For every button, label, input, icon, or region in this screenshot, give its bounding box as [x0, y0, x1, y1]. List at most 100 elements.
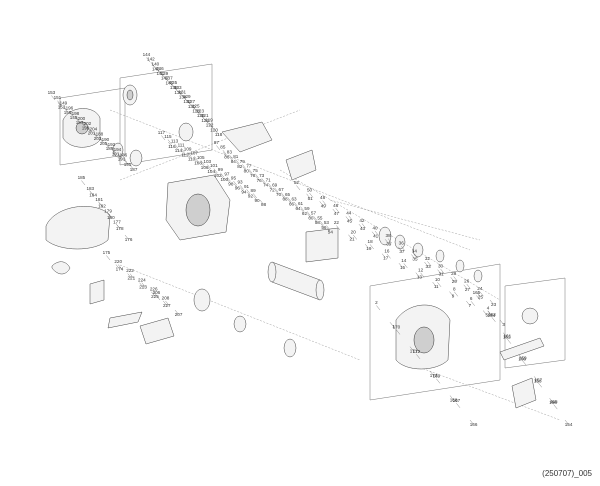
- leader-line: [216, 145, 221, 151]
- part-number-label: 125: [192, 104, 200, 109]
- leader-line: [194, 156, 198, 161]
- leader-line: [307, 213, 312, 219]
- part-number-label: 136: [174, 90, 182, 95]
- part-number-label: 83: [227, 149, 233, 154]
- leader-line: [507, 339, 512, 344]
- leader-line: [336, 225, 341, 231]
- leader-line: [293, 201, 298, 207]
- leader-line: [194, 158, 199, 164]
- leader-line: [335, 208, 340, 213]
- part-number-label: 134: [179, 94, 187, 99]
- leader-line: [174, 87, 179, 93]
- part-number-label: 90: [254, 198, 260, 203]
- part-number-label: 46: [333, 203, 339, 208]
- leader-line: [107, 213, 112, 219]
- leader-line: [253, 195, 258, 201]
- part-number-label: 42: [359, 218, 365, 223]
- leader-line: [164, 76, 169, 81]
- leader-line: [348, 215, 353, 221]
- part-number-label: 140: [152, 61, 160, 66]
- leader-line: [156, 68, 161, 74]
- part-number-label: 177: [113, 219, 121, 224]
- leader-line: [255, 173, 259, 179]
- part-number-label: 31: [439, 272, 445, 277]
- part-number-label: 127: [187, 99, 195, 104]
- part-number-label: 58: [315, 220, 321, 225]
- leader-line: [389, 322, 394, 327]
- part-number-label: 9: [452, 294, 455, 299]
- part-number-label: 171: [410, 349, 418, 354]
- leader-line: [163, 300, 167, 306]
- leader-line: [248, 168, 253, 174]
- leader-line: [146, 57, 151, 63]
- part-number-label: 175: [103, 250, 111, 255]
- part-number-label: 2: [375, 300, 378, 305]
- leader-line: [173, 85, 178, 91]
- part-number-label: 181: [95, 197, 103, 202]
- leader-line: [174, 309, 179, 315]
- leader-line: [287, 199, 292, 205]
- part-number-label: 26: [464, 279, 470, 284]
- part-number-label: 186: [120, 152, 128, 157]
- part-number-label: 150: [64, 110, 72, 115]
- part-number-label: 45: [347, 219, 353, 224]
- leader-line: [564, 419, 569, 425]
- leader-line: [229, 154, 234, 160]
- part-number-label: 166: [470, 422, 478, 427]
- leader-line: [179, 92, 183, 98]
- part-number-label: 191: [112, 151, 120, 156]
- part-number-label: 161: [503, 334, 511, 339]
- part-number-label: 94: [241, 190, 247, 195]
- leader-line: [319, 201, 324, 206]
- part-number-label: 85: [220, 145, 226, 150]
- part-number-label: 20: [351, 229, 357, 234]
- leader-line: [187, 101, 192, 107]
- part-number-label: 110: [188, 156, 196, 161]
- leader-line: [226, 176, 231, 182]
- leader-line: [105, 144, 110, 149]
- part-number-label: 159: [519, 355, 527, 360]
- leader-line: [229, 156, 234, 162]
- part-number-label: 160: [518, 357, 526, 362]
- leader-line: [326, 227, 331, 233]
- leader-line: [246, 191, 251, 197]
- leader-line: [553, 404, 558, 410]
- part-number-label: 96: [235, 185, 241, 190]
- leader-line: [239, 185, 244, 190]
- part-number-label: 130: [188, 104, 196, 109]
- leader-line: [476, 292, 481, 298]
- leader-line: [111, 147, 116, 153]
- leader-line: [416, 354, 421, 359]
- document-code: (250707)_005: [542, 469, 592, 478]
- part-number-label: 70: [276, 192, 282, 197]
- leader-line: [192, 106, 197, 112]
- leader-line: [210, 125, 215, 130]
- part-number-label: 204: [90, 126, 98, 131]
- leader-line: [358, 224, 363, 229]
- leader-line: [187, 151, 192, 157]
- part-number-label: 122: [206, 123, 214, 128]
- part-number-label: 153: [48, 90, 56, 95]
- leader-line: [436, 378, 441, 384]
- part-number-label: 5: [485, 313, 488, 318]
- part-number-label: 78: [250, 173, 256, 178]
- leader-line: [466, 300, 471, 306]
- leader-line: [196, 111, 201, 116]
- leader-line: [398, 246, 403, 252]
- leader-line: [105, 142, 110, 147]
- part-number-label: 115: [164, 134, 172, 139]
- part-number-label: 118: [215, 132, 223, 137]
- part-number-label: 123: [196, 108, 204, 113]
- leader-line: [381, 253, 386, 259]
- leader-line: [118, 264, 122, 270]
- leader-line: [191, 104, 195, 110]
- part-number-label: 200: [78, 116, 86, 121]
- leader-line: [233, 180, 238, 186]
- part-number-label: 13: [417, 275, 423, 280]
- part-number-label: 114: [175, 148, 183, 153]
- part-number-label: 61: [298, 201, 304, 206]
- part-number-label: 88: [261, 202, 267, 207]
- leader-line: [281, 194, 286, 200]
- leader-line: [168, 141, 173, 147]
- leader-line: [63, 107, 68, 113]
